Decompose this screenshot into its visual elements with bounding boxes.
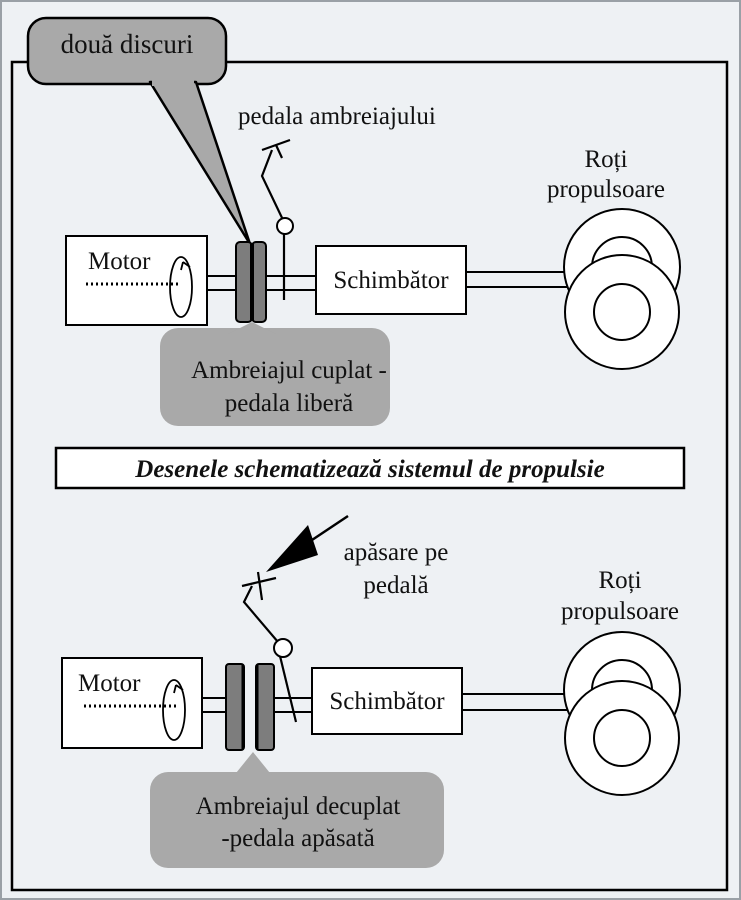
gearbox-box-top	[315, 245, 467, 315]
rotation-icon-bottom	[162, 679, 186, 741]
callout-two-discs-text: două discuri	[61, 29, 194, 59]
state-label-top-line1: Ambreiajul cuplat -	[191, 357, 387, 384]
rotation-icon-top	[169, 256, 193, 318]
bottom-schematic: apăsare pe pedală Roți propulsoare Motor	[61, 514, 681, 868]
wheels-label-bottom-line1: Roți	[598, 567, 641, 594]
top-schematic: două discuri pedala ambreiajului Roți pr…	[26, 16, 681, 426]
wheels-label-top-line1: Roți	[584, 146, 627, 173]
pedal-label-top: pedala ambreiajului	[238, 103, 436, 130]
clutch-disc-right-top	[251, 241, 267, 323]
callout-two-discs: două discuri	[26, 16, 252, 246]
motor-label-top: Motor	[88, 248, 151, 275]
wheels-label-top-line2: propulsoare	[547, 176, 665, 203]
clutch-disc-left-top	[235, 241, 253, 323]
gearbox-label-top: Schimbător	[333, 267, 449, 294]
wheels-label-bottom-line2: propulsoare	[561, 598, 679, 625]
wheels-bottom	[563, 631, 681, 796]
clutch-disc-left-bottom	[225, 663, 245, 751]
state-label-bottom-line1: Ambreiajul decuplat	[196, 793, 401, 820]
caption: Desenele schematizează sistemul de propu…	[54, 446, 686, 490]
clutch-pedal-top	[260, 138, 291, 300]
pedal-pivot-bottom	[273, 638, 293, 658]
motor-box-bottom	[61, 657, 203, 749]
gearbox-label-bottom: Schimbător	[329, 688, 445, 715]
clutch-disc-right-bottom	[255, 663, 275, 751]
state-label-bottom-line2: -pedala apăsată	[221, 825, 374, 852]
press-label-line1: apăsare pe	[344, 539, 449, 566]
state-callout-top: Ambreiajul cuplat - pedala liberă	[160, 322, 390, 426]
gearbox-box-bottom	[311, 667, 463, 735]
motor-label-bottom: Motor	[78, 670, 141, 697]
wheels-top	[563, 208, 681, 370]
pedal-pivot-top	[276, 217, 294, 235]
state-callout-bottom: Ambreiajul decuplat -pedala apăsată	[150, 752, 444, 868]
press-arrow	[266, 514, 349, 572]
caption-text: Desenele schematizează sistemul de propu…	[134, 456, 604, 483]
state-label-top-line2: pedala liberă	[225, 390, 353, 417]
motor-box-top	[65, 235, 208, 326]
press-label-line2: pedală	[363, 572, 428, 599]
